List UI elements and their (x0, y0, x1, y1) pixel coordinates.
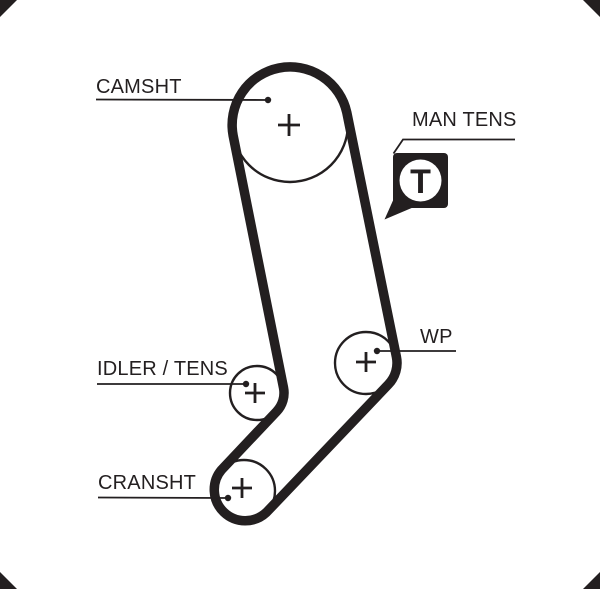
camshaft-leader-dot (264, 96, 272, 104)
corner-mark-top-left (0, 0, 17, 17)
camshaft-center-cross (278, 114, 300, 136)
idler-tensioner-label: IDLER / TENS (97, 358, 228, 380)
manual-tensioner-icon: T (384, 153, 448, 220)
water-pump-label: WP (420, 326, 453, 348)
camshaft-label: CAMSHT (96, 76, 182, 98)
tensioner-icon-letter: T (410, 163, 431, 201)
water-pump-center-cross (356, 352, 376, 372)
idler-leader-dot (242, 380, 250, 388)
tensioner-icon-circle (399, 159, 442, 202)
man-tens-leader-line (392, 138, 515, 155)
timing-belt-path (209, 62, 402, 526)
water-pump-leader-dot (373, 347, 381, 355)
crankshaft-center-cross (232, 478, 252, 498)
crankshaft-leader-line (97, 496, 229, 499)
manual-tensioner-label: MAN TENS (412, 109, 517, 131)
camshaft-leader-line (95, 98, 269, 101)
corner-mark-bottom-left (0, 572, 17, 589)
corner-mark-bottom-right (583, 572, 600, 589)
crankshaft-label: CRANSHT (98, 472, 197, 494)
corner-mark-top-right (583, 0, 600, 17)
idler-center-cross (245, 383, 265, 403)
crankshaft-leader-dot (224, 494, 232, 502)
